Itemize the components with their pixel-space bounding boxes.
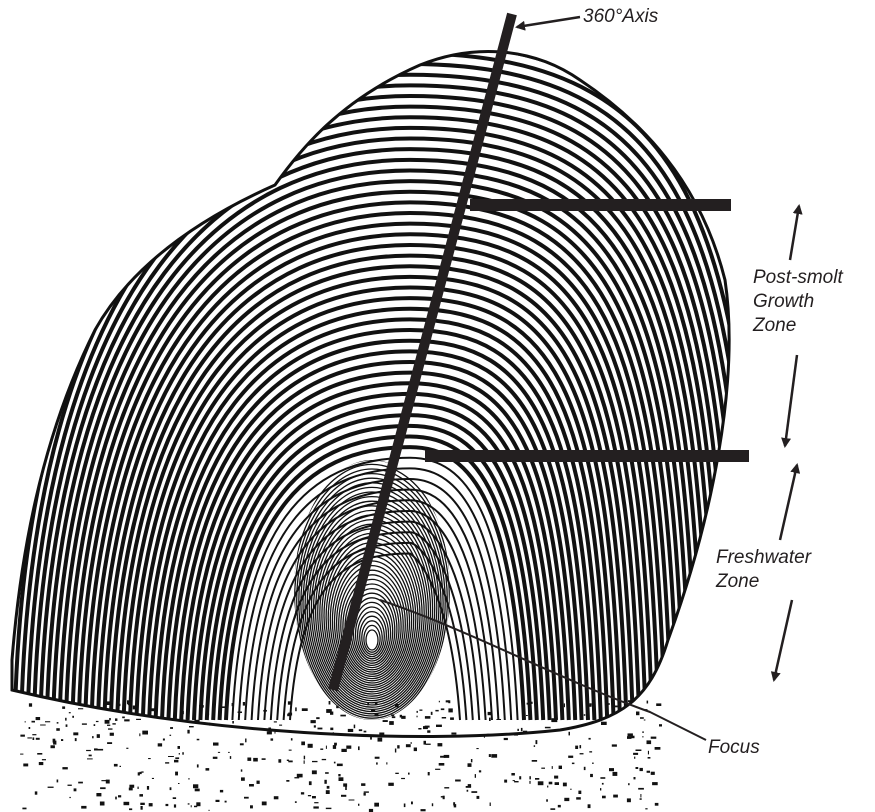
freshwater-zone-label: Freshwater Zone	[716, 546, 811, 594]
post-smolt-line-2: Growth	[753, 290, 843, 314]
axis-label: 360°Axis	[583, 5, 658, 29]
focus-label: Focus	[708, 736, 760, 760]
arrow-down-icon	[774, 600, 792, 680]
post-smolt-line-1: Post-smolt	[753, 266, 843, 290]
freshwater-line-1: Freshwater	[716, 546, 811, 570]
arrow-down-icon	[785, 355, 797, 446]
arrow-left-icon	[517, 17, 580, 27]
arrow-up-icon	[780, 465, 797, 540]
arrow-up-icon	[790, 206, 799, 260]
post-smolt-line-3: Zone	[753, 314, 843, 338]
freshwater-line-2: Zone	[716, 570, 811, 594]
post-smolt-zone-label: Post-smolt Growth Zone	[753, 266, 843, 338]
scale-image	[0, 0, 850, 812]
